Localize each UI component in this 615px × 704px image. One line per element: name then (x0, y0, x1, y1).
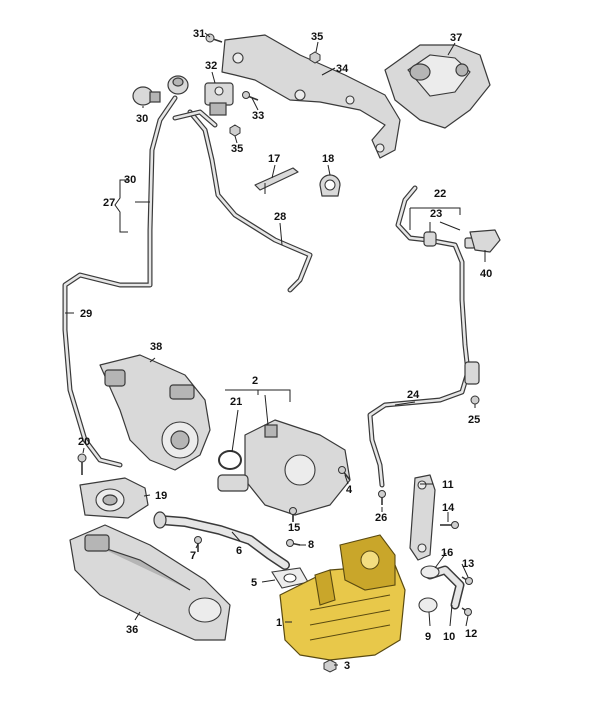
valve-40 (469, 229, 501, 253)
pipe-6 (153, 511, 290, 570)
callout-32: 32 (205, 60, 217, 72)
callout-30-bracket: 30 (124, 174, 136, 186)
callout-35-top: 35 (311, 31, 323, 43)
bracket-11 (409, 474, 436, 561)
callout-22: 22 (434, 188, 446, 200)
bolt-4 (338, 466, 351, 481)
callout-23: 23 (430, 208, 442, 220)
callout-15: 15 (288, 522, 300, 534)
o-ring-21 (218, 450, 242, 470)
callout-19: 19 (155, 490, 167, 502)
callout-34: 34 (336, 63, 349, 75)
connector-23 (423, 231, 476, 249)
strip-17 (254, 167, 299, 194)
callout-6: 6 (236, 545, 242, 557)
nut-35a (309, 51, 321, 64)
callout-24: 24 (407, 389, 420, 401)
callout-13: 13 (462, 558, 474, 570)
gasket-5 (271, 567, 309, 589)
callout-5: 5 (251, 577, 257, 589)
callout-35-mid: 35 (231, 143, 243, 155)
callout-17: 17 (268, 153, 280, 165)
intake-manifold-36 (69, 524, 231, 641)
callout-8: 8 (308, 539, 314, 551)
callout-29: 29 (80, 308, 92, 320)
callout-37: 37 (450, 32, 462, 44)
callout-28: 28 (274, 211, 286, 223)
engine-cover-37 (384, 44, 491, 129)
bracket-34 (221, 34, 401, 159)
bolt-13 (461, 576, 473, 585)
bolt-12 (461, 607, 472, 616)
callout-33: 33 (252, 110, 264, 122)
bolt-7 (194, 536, 202, 552)
callout-25: 25 (468, 414, 480, 426)
callout-26: 26 (375, 512, 387, 524)
callout-38: 38 (150, 341, 162, 353)
solenoid-valve-32 (204, 82, 234, 116)
callout-11: 11 (442, 479, 454, 491)
callout-27: 27 (103, 197, 115, 209)
clip-25 (464, 361, 480, 405)
callout-14: 14 (442, 502, 455, 514)
callout-31: 31 (193, 28, 205, 40)
connector-30b (167, 75, 189, 95)
intake-housing-2 (217, 419, 351, 516)
callout-18: 18 (322, 153, 334, 165)
callout-21: 21 (230, 396, 242, 408)
vacuum-hose-right (367, 185, 471, 488)
turbocharger-38 (99, 354, 211, 471)
bolt-26 (378, 490, 386, 505)
callout-labels: 31 35 34 37 32 30 33 35 17 18 30 27 28 2… (78, 28, 492, 672)
callout-4: 4 (346, 484, 353, 496)
callout-40: 40 (480, 268, 492, 280)
vacuum-hose-assembly (62, 95, 313, 468)
callout-7: 7 (190, 550, 196, 562)
egr-cooler-1 (279, 534, 406, 661)
callout-2: 2 (252, 375, 258, 387)
clamp-18 (319, 174, 341, 197)
callout-16: 16 (441, 547, 453, 559)
throttle-body-19 (79, 477, 149, 519)
gasket-9 (418, 597, 438, 613)
bolt-14 (440, 521, 459, 529)
callout-36: 36 (126, 624, 138, 636)
bolt-8 (286, 539, 301, 547)
callout-12: 12 (465, 628, 477, 640)
clip-33 (242, 91, 259, 101)
gasket-16 (420, 565, 440, 579)
nut-3 (323, 659, 337, 673)
callout-3: 3 (344, 660, 350, 672)
nut-35b (229, 124, 241, 137)
callout-9: 9 (425, 631, 431, 643)
callout-30-part: 30 (136, 113, 148, 125)
bolt-20 (77, 453, 87, 475)
vacuum-reservoir-30 (132, 86, 161, 106)
callout-10: 10 (443, 631, 455, 643)
callout-20: 20 (78, 436, 90, 448)
callout-1: 1 (276, 617, 282, 629)
leader-lines (65, 32, 486, 666)
